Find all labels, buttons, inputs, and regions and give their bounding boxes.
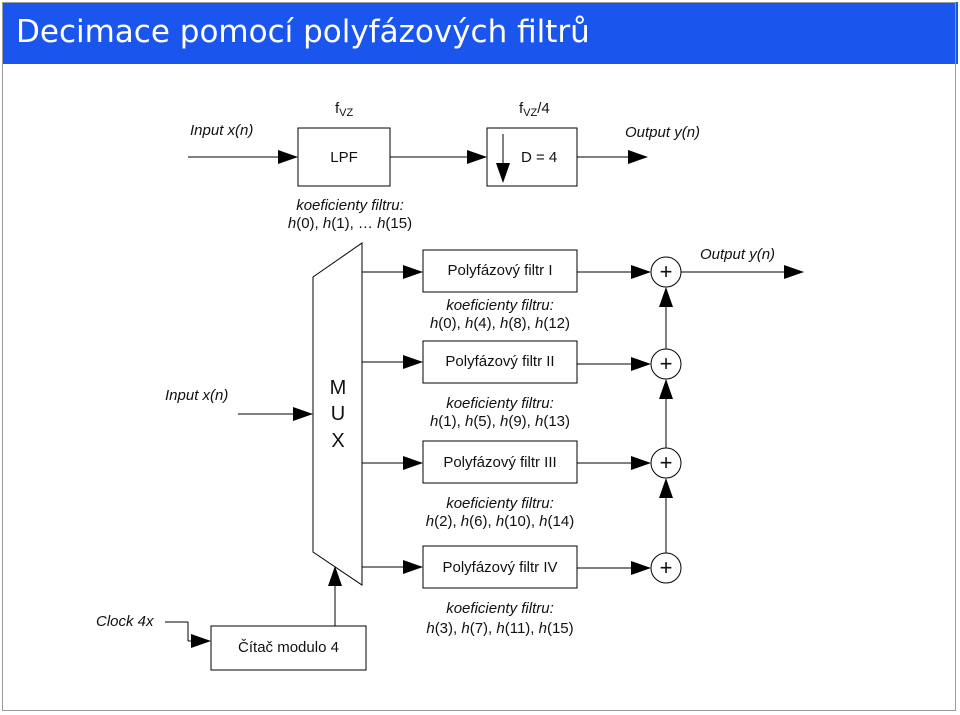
title-bar: Decimace pomocí polyfázových filtrů xyxy=(2,2,958,64)
filter-4-coef-title: koeficienty filtru: xyxy=(446,600,554,617)
filter-4-coefs: h(3), h(7), h(11), h(15) xyxy=(426,620,574,637)
counter-label: Čítač modulo 4 xyxy=(238,639,339,656)
fvz-label: fVZ xyxy=(335,100,354,119)
mux-letter-u: U xyxy=(330,403,346,425)
filter-3-box xyxy=(422,440,578,484)
bottom-input-label: Input x(n) xyxy=(165,387,229,404)
bottom-output-label: Output y(n) xyxy=(700,246,776,263)
lpf-label: LPF xyxy=(330,149,358,166)
adder-1-plus: + xyxy=(659,259,673,284)
top-output-label: Output y(n) xyxy=(625,124,701,141)
adder-4-plus: + xyxy=(659,555,673,580)
filter-2-coef-title: koeficienty filtru: xyxy=(446,395,554,412)
lpf-block xyxy=(297,127,391,187)
filter-2-name: Polyfázový filtr II xyxy=(445,353,555,370)
adder-3-plus: + xyxy=(659,450,673,475)
filter-4-name: Polyfázový filtr IV xyxy=(442,559,558,576)
filter-1-name: Polyfázový filtr I xyxy=(447,262,553,279)
clock-label: Clock 4x xyxy=(96,613,154,630)
slide-title: Decimace pomocí polyfázových filtrů xyxy=(16,14,590,50)
mux-letter-x: X xyxy=(331,430,345,452)
filter-1-coefs: h(0), h(4), h(8), h(12) xyxy=(429,315,571,332)
adder-2-plus: + xyxy=(659,351,673,376)
filter-3-coef-title: koeficienty filtru: xyxy=(446,495,554,512)
filter-1-box xyxy=(422,249,578,293)
top-input-label: Input x(n) xyxy=(190,122,254,139)
filter-2-coefs: h(1), h(5), h(9), h(13) xyxy=(429,413,571,430)
mux-letter-m: M xyxy=(329,377,347,399)
fvz4-label: fVZ/4 xyxy=(519,100,550,119)
filter-3-coefs: h(2), h(6), h(10), h(14) xyxy=(425,513,575,530)
mux-block xyxy=(312,242,363,586)
top-coef-list: h(0), h(1), … h(15) xyxy=(287,215,413,232)
filter-2-box xyxy=(422,340,578,384)
top-coef-title: koeficienty filtru: xyxy=(296,197,404,214)
counter-block xyxy=(210,625,367,671)
decimator-label: D = 4 xyxy=(521,149,558,166)
filter-1-coef-title: koeficienty filtru: xyxy=(446,297,554,314)
filter-3-name: Polyfázový filtr III xyxy=(443,454,557,471)
filter-4-box xyxy=(422,545,578,589)
